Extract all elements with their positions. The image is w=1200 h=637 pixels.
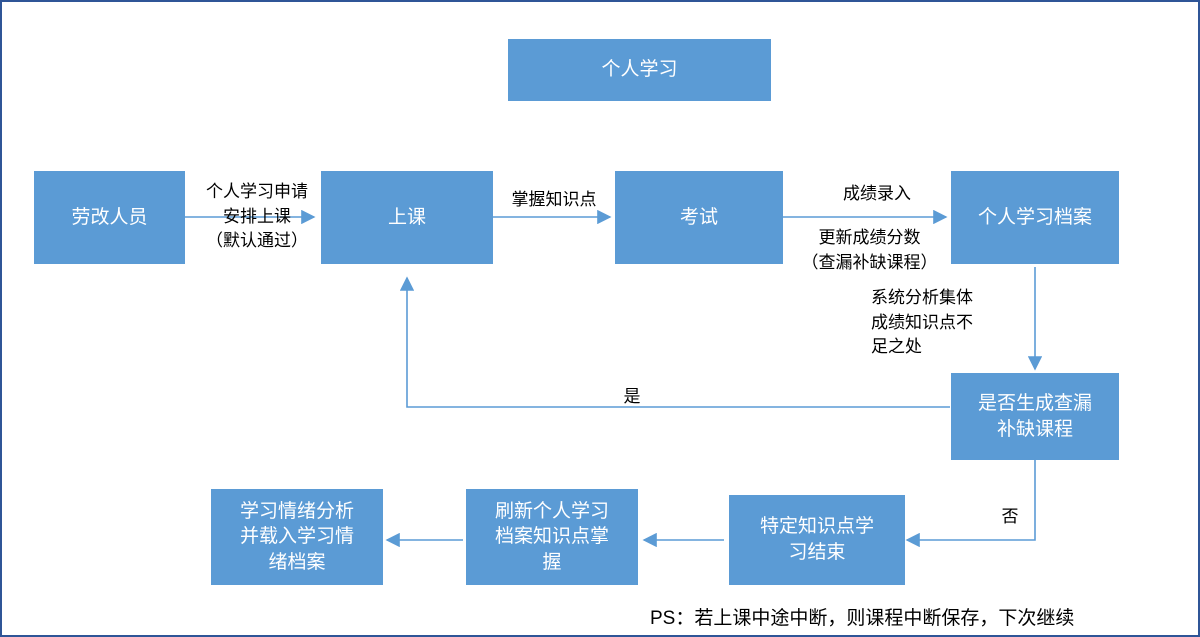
edge-label-master-knowledge: 掌握知识点 <box>511 190 597 209</box>
footer-note: PS：若上课中途中断，则课程中断保存，下次继续 <box>650 608 1075 629</box>
node-specific-knowledge-end[interactable]: 特定知识点学 习结束 <box>729 495 905 585</box>
edge-label-no: 否 <box>1001 507 1019 526</box>
node-personal-study[interactable]: 个人学习 <box>508 39 771 101</box>
node-personal-study-file[interactable]: 个人学习档案 <box>951 171 1119 264</box>
edge-label-score-entry: 成绩录入 <box>843 184 911 203</box>
node-generate-remedial-course[interactable]: 是否生成查漏 补缺课程 <box>951 373 1119 460</box>
node-refresh-file-knowledge[interactable]: 刷新个人学习 档案知识点掌 握 <box>466 489 638 585</box>
edge-label-yes: 是 <box>623 387 641 406</box>
edge-label-update-score: 更新成绩分数 （查漏补缺课程） <box>801 228 938 272</box>
edge-label-apply-arrange: 个人学习申请 安排上课 （默认通过） <box>206 182 308 251</box>
edge-label-system-analysis: 系统分析集体 成绩知识点不 足之处 <box>871 288 973 357</box>
node-emotion-analysis[interactable]: 学习情绪分析 并载入学习情 绪档案 <box>211 489 383 585</box>
node-exam[interactable]: 考试 <box>615 171 783 264</box>
node-attend-class[interactable]: 上课 <box>321 171 493 264</box>
node-reform-personnel[interactable]: 劳改人员 <box>34 171 185 264</box>
